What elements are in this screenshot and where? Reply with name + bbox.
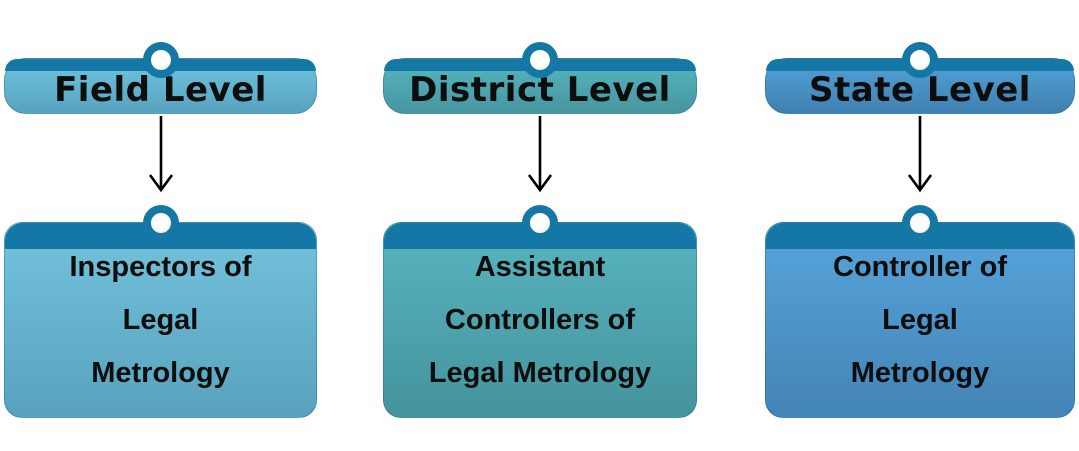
down-arrow-icon	[148, 116, 173, 193]
level-column-district: District Level Assistant Controllers of …	[383, 0, 697, 451]
down-arrow-icon	[527, 116, 553, 193]
role-text-line: Inspectors of	[69, 250, 252, 283]
role-text-line: Assistant	[474, 250, 606, 283]
level-banner-district: District Level	[383, 42, 697, 114]
role-text-line: Legal Metrology	[428, 356, 652, 389]
level-column-state: State Level Controller of Legal Metrolog…	[765, 0, 1075, 451]
pin-icon	[142, 42, 179, 78]
role-text-line: Legal	[882, 303, 958, 336]
role-text-line: Metrology	[91, 356, 230, 389]
role-text: Inspectors of Legal Metrology	[69, 241, 251, 400]
pin-icon	[902, 42, 938, 78]
role-card-district: Assistant Controllers of Legal Metrology	[383, 205, 697, 418]
pin-icon	[522, 205, 558, 241]
level-column-field: Field Level Inspectors of Legal Metrolog…	[4, 0, 317, 451]
down-arrow-icon	[907, 116, 933, 193]
role-text: Controller of Legal Metrology	[833, 241, 1007, 400]
level-banner-field: Field Level	[4, 42, 317, 114]
role-text-line: Controllers of	[444, 303, 636, 336]
level-banner-state: State Level	[765, 42, 1075, 114]
role-card-field: Inspectors of Legal Metrology	[4, 205, 317, 418]
role-text-line: Legal	[122, 303, 199, 336]
pin-icon	[522, 42, 558, 78]
pin-icon	[902, 205, 938, 241]
pin-icon	[142, 205, 179, 241]
role-text: Assistant Controllers of Legal Metrology	[429, 241, 651, 400]
role-text-line: Controller of	[833, 250, 1007, 283]
role-text-line: Metrology	[850, 356, 990, 389]
role-card-state: Controller of Legal Metrology	[765, 205, 1075, 418]
